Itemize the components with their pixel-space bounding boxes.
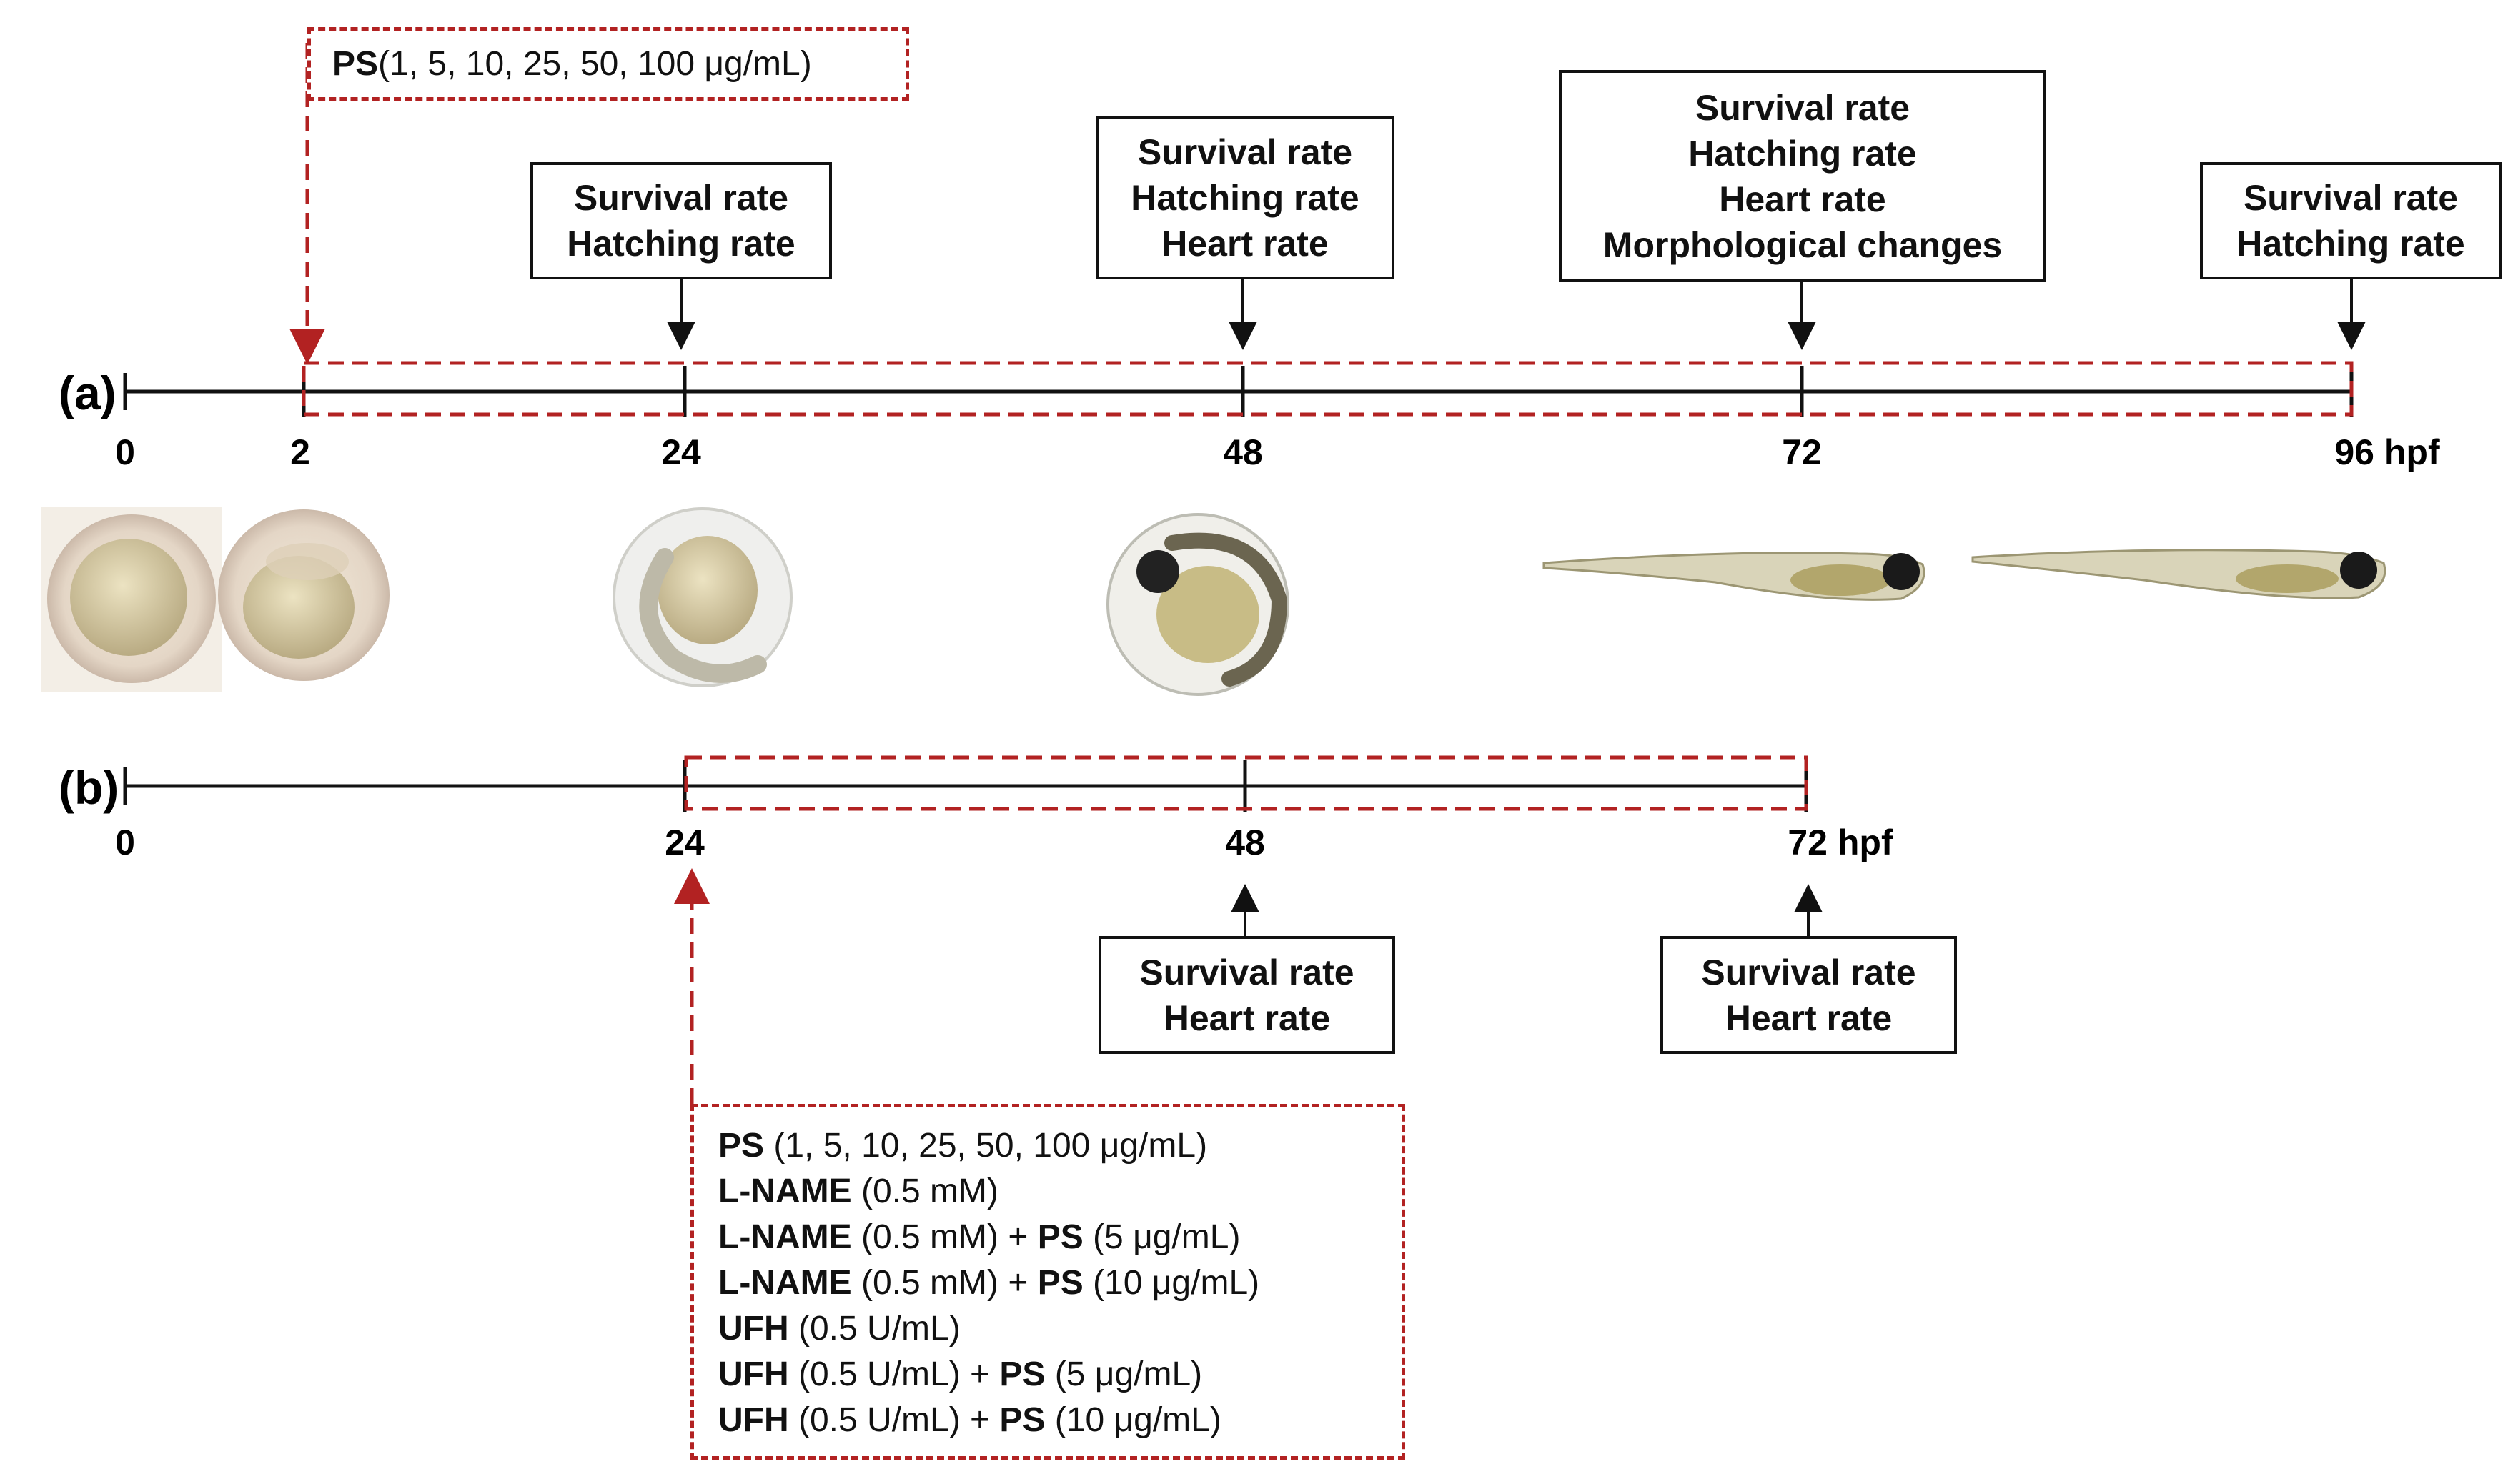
treatment-item: L-NAME (0.5 mM) — [718, 1169, 1402, 1215]
endpoint-line: Hatching rate — [1131, 177, 1359, 218]
zebrafish-larva-72hpf — [1542, 552, 1925, 601]
treatment-item: UFH (0.5 U/mL) + PS (5 μg/mL) — [718, 1352, 1402, 1398]
treatment-dose: (5 μg/mL) — [1045, 1355, 1203, 1393]
treatment-item: PS (1, 5, 10, 25, 50, 100 μg/mL) — [718, 1123, 1402, 1169]
endpoint-line: Hatching rate — [2236, 224, 2465, 264]
zebrafish-larva-96hpf — [1971, 549, 2386, 599]
tick-label-a-96: 96 hpf — [2334, 432, 2440, 472]
endpoint-line: Heart rate — [1161, 223, 1329, 264]
tick-label-a-24: 24 — [661, 432, 701, 472]
treatment-agent: UFH — [718, 1401, 789, 1439]
treatment-dose: (0.5 U/mL) — [788, 1310, 961, 1348]
endpoint-line: Hatching rate — [1688, 133, 1917, 174]
tick-label-b-72: 72 hpf — [1788, 822, 1893, 862]
treatment-dose: (0.5 U/mL) + — [788, 1355, 1000, 1393]
treatment-dose: (5 μg/mL) — [1083, 1218, 1241, 1256]
panel-b-label: (b) — [59, 761, 119, 814]
endpoint-line: Survival rate — [1701, 952, 1916, 992]
treatment-agent: L-NAME — [718, 1172, 852, 1210]
panel-a-label: (a) — [59, 367, 117, 419]
tick-label-a-48: 48 — [1223, 432, 1263, 472]
treatment-item: UFH (0.5 U/mL) — [718, 1306, 1402, 1352]
treatment-list: PS (1, 5, 10, 25, 50, 100 μg/mL)L-NAME (… — [690, 1104, 1405, 1460]
exposure-label-a: PS (1, 5, 10, 25, 50, 100 μg/mL) — [307, 27, 909, 101]
zebrafish-embryo-24hpf — [613, 507, 793, 687]
treatment-dose: (10 μg/mL) — [1045, 1401, 1221, 1439]
exposure-window-a — [302, 361, 2354, 417]
endpoint-line: Survival rate — [1695, 87, 1910, 128]
endpoint-box-b-72: Survival rate Heart rate — [1660, 936, 1957, 1054]
endpoint-line: Morphological changes — [1602, 224, 2003, 265]
treatment-item: L-NAME (0.5 mM) + PS (5 μg/mL) — [718, 1215, 1402, 1260]
treatment-agent: PS — [1037, 1264, 1084, 1302]
endpoint-box-a-96: Survival rate Hatching rate — [2200, 162, 2502, 279]
endpoint-line: Survival rate — [573, 178, 789, 218]
zebrafish-embryo-0hpf — [41, 507, 222, 692]
tick-label-b-48: 48 — [1225, 822, 1265, 862]
tick-label-b-0: 0 — [115, 822, 135, 862]
treatment-dose: (1, 5, 10, 25, 50, 100 μg/mL) — [764, 1127, 1208, 1165]
tick-label-a-0: 0 — [115, 432, 135, 472]
treatment-agent: PS — [999, 1401, 1046, 1439]
treatment-dose: (0.5 U/mL) + — [788, 1401, 1000, 1439]
treatment-agent: PS — [1037, 1218, 1084, 1256]
endpoint-line: Heart rate — [1725, 997, 1893, 1038]
endpoint-box-a-24: Survival rate Hatching rate — [530, 162, 832, 279]
endpoint-line: Heart rate — [1719, 179, 1886, 219]
endpoint-box-a-48: Survival rate Hatching rate Heart rate — [1096, 116, 1394, 279]
treatment-dose: (0.5 mM) — [851, 1172, 998, 1210]
endpoint-line: Hatching rate — [567, 224, 795, 264]
endpoint-box-a-72: Survival rate Hatching rate Heart rate M… — [1559, 70, 2046, 282]
tick-label-b-24: 24 — [665, 822, 705, 862]
treatment-agent: PS — [999, 1355, 1046, 1393]
endpoint-line: Survival rate — [2243, 178, 2459, 218]
exposure-concentrations: (1, 5, 10, 25, 50, 100 μg/mL) — [378, 45, 812, 83]
treatment-dose: (0.5 mM) + — [851, 1264, 1038, 1302]
treatment-agent: L-NAME — [718, 1218, 852, 1256]
treatment-agent: L-NAME — [718, 1264, 852, 1302]
treatment-agent: PS — [718, 1127, 765, 1165]
endpoint-line: Heart rate — [1163, 997, 1331, 1038]
zebrafish-embryo-2hpf — [218, 509, 390, 681]
treatment-agent: UFH — [718, 1355, 789, 1393]
treatment-dose: (10 μg/mL) — [1083, 1264, 1260, 1302]
treatment-agent: UFH — [718, 1310, 789, 1348]
exposure-window-b — [684, 755, 1808, 811]
treatment-item: UFH (0.5 U/mL) + PS (10 μg/mL) — [718, 1398, 1402, 1443]
endpoint-line: Survival rate — [1139, 952, 1354, 992]
tick-label-a-2: 2 — [290, 432, 310, 472]
treatment-dose: (0.5 mM) + — [851, 1218, 1038, 1256]
treatment-item: L-NAME (0.5 mM) + PS (10 μg/mL) — [718, 1260, 1402, 1306]
tick-label-a-72: 72 — [1782, 432, 1822, 472]
endpoint-line: Survival rate — [1137, 131, 1353, 172]
zebrafish-embryo-48hpf — [1106, 513, 1289, 696]
exposure-chemical: PS — [332, 45, 379, 83]
endpoint-box-b-48: Survival rate Heart rate — [1099, 936, 1395, 1054]
